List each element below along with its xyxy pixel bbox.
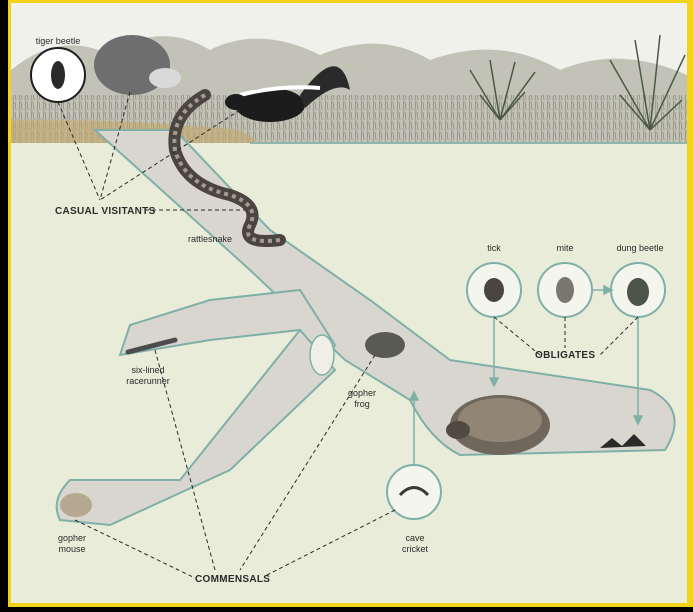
cave-cricket-label-line1: cave [405,533,424,543]
six-lined-label-line1: six-lined [131,365,164,375]
rattlesnake-label: rattlesnake [188,234,232,244]
casual-visitants-label: CASUAL VISITANTS [55,206,156,217]
commensals-label: COMMENSALS [195,574,270,585]
mite-label: mite [556,243,573,253]
cave-cricket-label-line2: cricket [402,544,429,554]
gopher-frog-label-line1: gopher [348,388,376,398]
six-lined-label-line2: racerunner [126,376,170,386]
gopher-frog-figure [365,332,405,358]
gopher-mouse-label-line1: gopher [58,533,86,543]
cave-cricket-inset [387,465,441,519]
dung-beetle-inset [611,263,665,317]
tick-label: tick [487,243,501,253]
mite-inset [538,263,592,317]
tick-inset [467,263,521,317]
tiger-beetle-label: tiger beetle [36,36,81,46]
gopher-mouse-figure [60,493,92,517]
dung-beetle-label: dung beetle [616,243,663,253]
obligates-label: OBLIGATES [535,350,595,361]
gopher-frog-label-line2: frog [354,399,370,409]
tiger-beetle-inset [31,48,85,102]
gopher-mouse-label-line2: mouse [58,544,85,554]
